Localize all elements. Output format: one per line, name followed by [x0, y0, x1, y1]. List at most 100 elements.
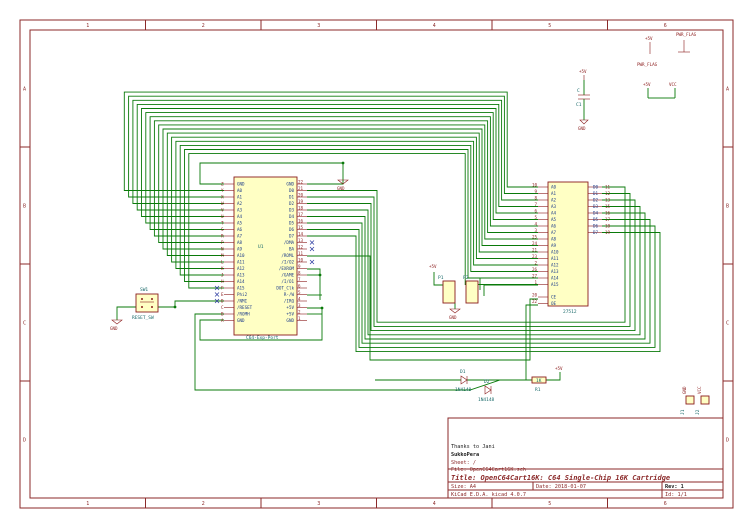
wire [433, 272, 443, 286]
u1-left-pin-num: X [221, 194, 224, 199]
u2-left-pin-name: OE [551, 301, 557, 306]
wire [136, 103, 538, 211]
u1-right-pins: 22GND21D020D119D218D317D416D515D614D713/… [276, 179, 307, 323]
col-label-bottom: 4 [433, 501, 436, 507]
u2-right-pin-num: 18 [605, 223, 611, 228]
u1-top-gnd-label: GND [337, 186, 345, 191]
u1-left-pin-name: A10 [237, 253, 245, 258]
u1-right-pin-num: 14 [298, 231, 304, 236]
pf1-flag: PWR_FLAG [637, 62, 658, 67]
col-label-top: 3 [317, 23, 320, 29]
u2-left-pin-num: 8 [534, 195, 537, 200]
u1-right-pin-num: 18 [298, 205, 304, 210]
u2-left-pin-num: 26 [532, 267, 538, 272]
u2-right-pin-num: 15 [605, 204, 611, 209]
row-label-left: C [23, 321, 26, 327]
u2-left-pin-num: 23 [532, 254, 538, 259]
r1-ref: R1 [535, 387, 541, 393]
u1-right-pin-num: 17 [298, 212, 304, 217]
u1-right-pin-name: D5 [289, 220, 295, 225]
wire [307, 186, 626, 323]
u2-left-pin-num: 25 [532, 234, 538, 239]
c1-gnd-label: GND [578, 126, 586, 131]
wire [307, 193, 631, 327]
u1-right-pin-name: /I/O1 [281, 279, 294, 284]
u1-left-pin-num: T [221, 220, 224, 225]
wire [171, 136, 538, 263]
wire [162, 128, 538, 250]
wire [175, 140, 538, 269]
u1-right-pin-num: 15 [298, 225, 304, 230]
u2-right-pin-num: 11 [605, 184, 611, 189]
j2-ref: J2 [695, 409, 701, 415]
wire [307, 180, 344, 185]
u1-right-pin-num: 11 [298, 251, 304, 256]
wire [149, 116, 538, 230]
u2-right-pin-name: D0 [593, 184, 599, 189]
u2-left-pin-num: 3 [534, 228, 537, 233]
tb-sheet: Sheet: / [451, 460, 476, 466]
d2-ref: D2 [484, 379, 490, 385]
u1-left-pin-name: Phi2 [237, 292, 248, 297]
tb-id: Id: 1/1 [665, 492, 687, 498]
u1-left-pin-num: V [221, 207, 224, 212]
u2-left-pin-name: A2 [551, 197, 557, 202]
outer-frame [19, 19, 734, 509]
u1-left-pin-num: H [221, 279, 224, 284]
u1-right-pin-name: GND [286, 181, 294, 186]
u2-left-pin-name: A3 [551, 204, 557, 209]
u2-right-pin-num: 17 [605, 217, 611, 222]
jumper-v5: +5V [429, 264, 437, 269]
u1-left-pin-num: Z [221, 181, 224, 186]
u2-left-pin-name: A1 [551, 191, 557, 196]
tb-title: Title: OpenC64Cart16K: C64 Single-Chip 1… [451, 474, 670, 482]
u2-body [547, 181, 589, 307]
u1-left-pin-name: A5 [237, 220, 243, 225]
row-label-right: C [726, 321, 729, 327]
u2-left-pin-num: 10 [532, 182, 538, 187]
wire [307, 268, 321, 300]
wire [166, 132, 538, 256]
row-label-left: A [23, 87, 26, 93]
u1-right-pin-num: 21 [298, 186, 304, 191]
u2-left-pin-name: A7 [551, 230, 557, 235]
r1-v5: +5V [555, 366, 563, 371]
title-block: Thanks to Jani SukkoPera Sheet: / File: … [447, 417, 724, 499]
wire [194, 304, 538, 391]
u1-right-pin-name: D1 [289, 194, 295, 199]
u1-left-pin-num: U [221, 214, 224, 219]
jumper-gnd: GND [449, 315, 457, 320]
u2-value: 27512 [563, 309, 577, 315]
u1-left-pin-name: A13 [237, 272, 245, 277]
d1-value: 1N4148 [455, 387, 472, 393]
r1-body [531, 376, 547, 384]
sw1-body [135, 293, 159, 313]
u1-right-pin-num: 6 [298, 283, 301, 288]
u1-left-pin-name: GND [237, 181, 245, 186]
wire [179, 144, 538, 276]
u2-left-pin-num: 1 [534, 280, 537, 285]
r1-value: 1K [536, 378, 542, 384]
sw1-value: RESET_SW [132, 315, 154, 321]
u1-right-pin-num: 2 [298, 309, 301, 314]
tb-size: Size: A4 [451, 484, 476, 490]
u1-left-pin-name: A14 [237, 279, 245, 284]
d2-value: 1N4148 [478, 397, 495, 403]
u1-value: C64-Exp-Port [246, 335, 279, 341]
col-label-bottom: 6 [664, 501, 667, 507]
u1-right-pin-name: /I/O2 [281, 259, 294, 264]
sw1-gnd-label: GND [110, 326, 118, 331]
row-label-right: A [726, 87, 729, 93]
j1-ref: J1 [680, 409, 686, 415]
u2-right-pin-num: 12 [605, 191, 611, 196]
u1-right-pin-name: D7 [289, 233, 295, 238]
u1-right-pin-name: D3 [289, 207, 295, 212]
c1-vcc-label: +5V [579, 69, 587, 74]
mounting-connectors: GND VCC J1 J2 [680, 386, 710, 415]
u1-right-pin-num: 22 [298, 179, 304, 184]
u1-right-pin-num: 20 [298, 192, 304, 197]
u1-left-pin-num: P [221, 240, 224, 245]
wire [123, 91, 538, 191]
u1-right-pin-name: BA [289, 246, 295, 251]
